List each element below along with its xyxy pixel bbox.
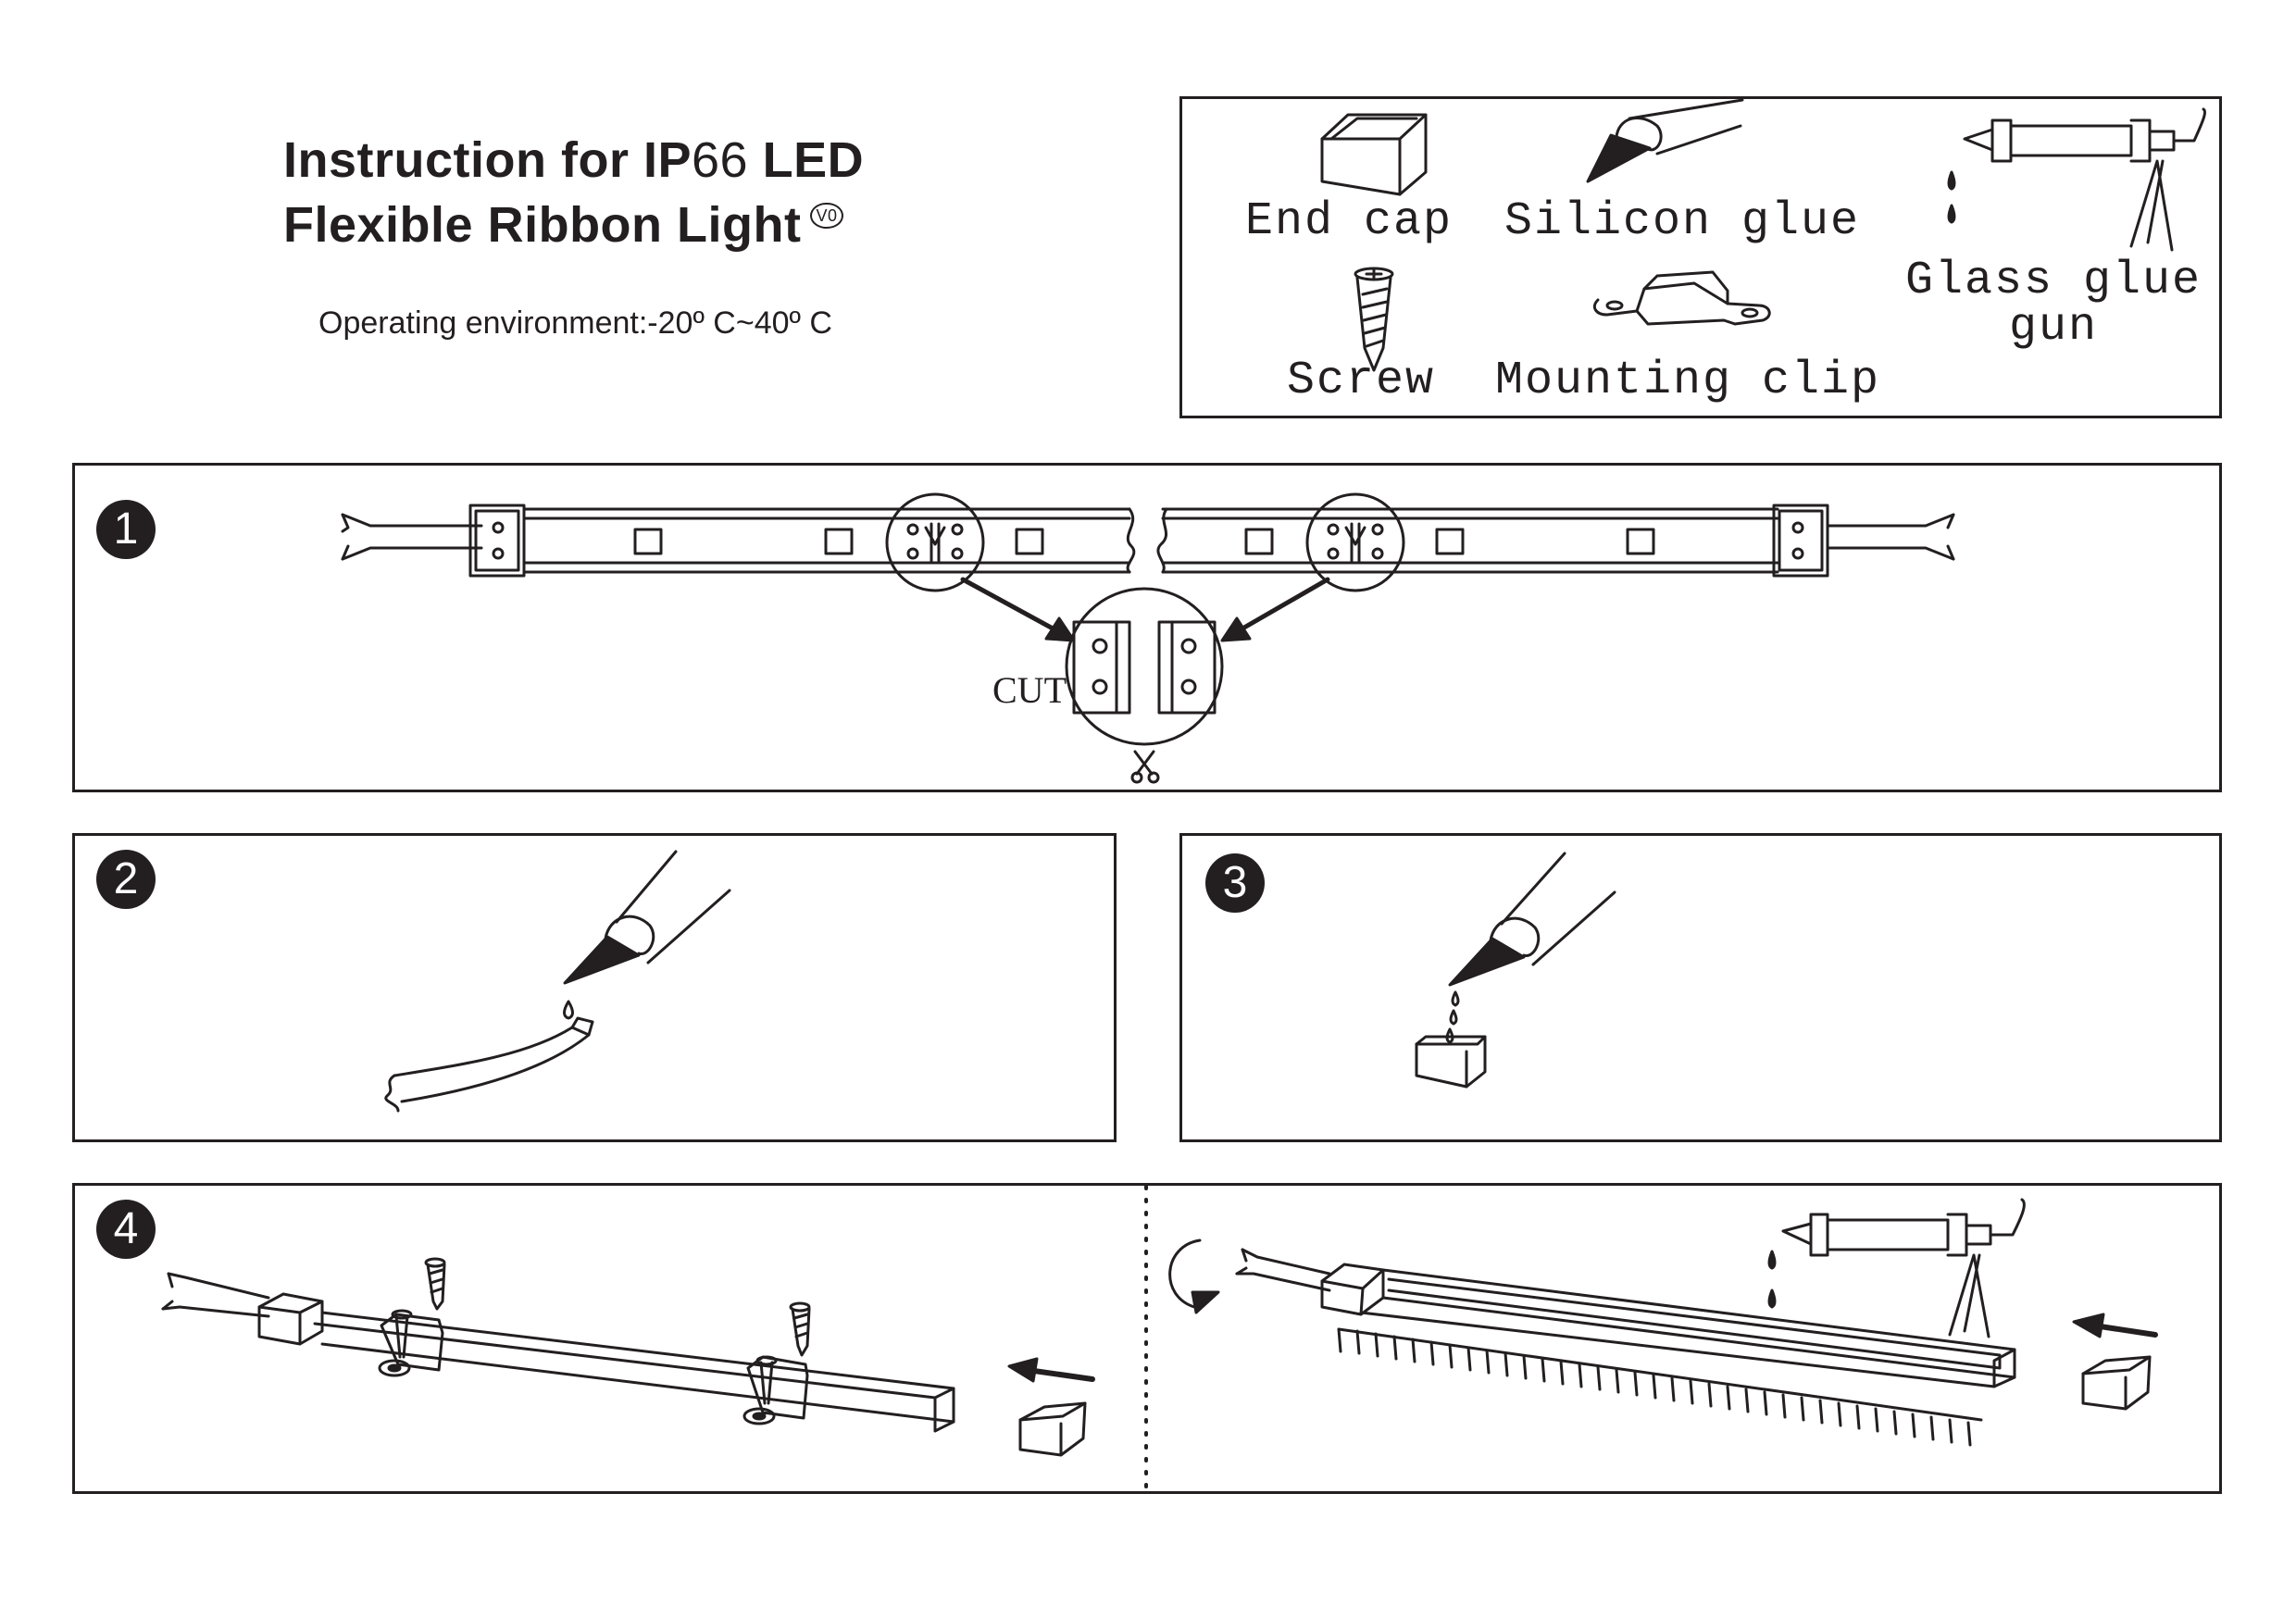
- glass-glue-gun-icon: [1947, 107, 2207, 252]
- step-1-diagram: [341, 492, 1955, 784]
- legend-glass-glue-gun-label-1: Glass glue: [1905, 255, 2202, 307]
- legend-mounting-clip-label: Mounting clip: [1495, 355, 1881, 407]
- step-4-right-diagram: [1168, 1198, 2158, 1447]
- legend-screw-label: Screw: [1287, 355, 1436, 407]
- step-2-panel: [72, 833, 1117, 1142]
- step-4-left-diagram: [161, 1257, 1095, 1457]
- step-2-diagram: [384, 850, 731, 1113]
- step-4-number: 4: [96, 1200, 156, 1259]
- mounting-clip-icon: [1592, 270, 1771, 326]
- operating-environment: Operating environment:-20º C~40º C: [318, 305, 832, 341]
- version-mark: V0: [810, 203, 843, 229]
- silicon-glue-icon: [1586, 98, 1744, 183]
- step-1-panel: [72, 463, 2222, 792]
- step-4-panel: [72, 1183, 2222, 1494]
- legend-silicon-glue-label: Silicon glue: [1504, 195, 1861, 248]
- screw-icon: [1354, 267, 1394, 372]
- step-3-diagram: [1415, 852, 1616, 1089]
- step-3-number: 3: [1205, 853, 1265, 913]
- legend-end-cap-label: End cap: [1245, 195, 1454, 248]
- document-title: Instruction for IP66 LED Flexible Ribbon…: [283, 128, 864, 268]
- title-line-1: Instruction for IP66 LED: [283, 132, 865, 188]
- end-cap-icon: [1320, 113, 1428, 196]
- legend-box: [1179, 96, 2222, 418]
- step-1-number: 1: [96, 500, 156, 559]
- step-3-panel: [1179, 833, 2222, 1142]
- cut-label: CUT: [992, 669, 1067, 711]
- legend-glass-glue-gun-label-2: gun: [2009, 301, 2099, 354]
- step-2-number: 2: [96, 850, 156, 909]
